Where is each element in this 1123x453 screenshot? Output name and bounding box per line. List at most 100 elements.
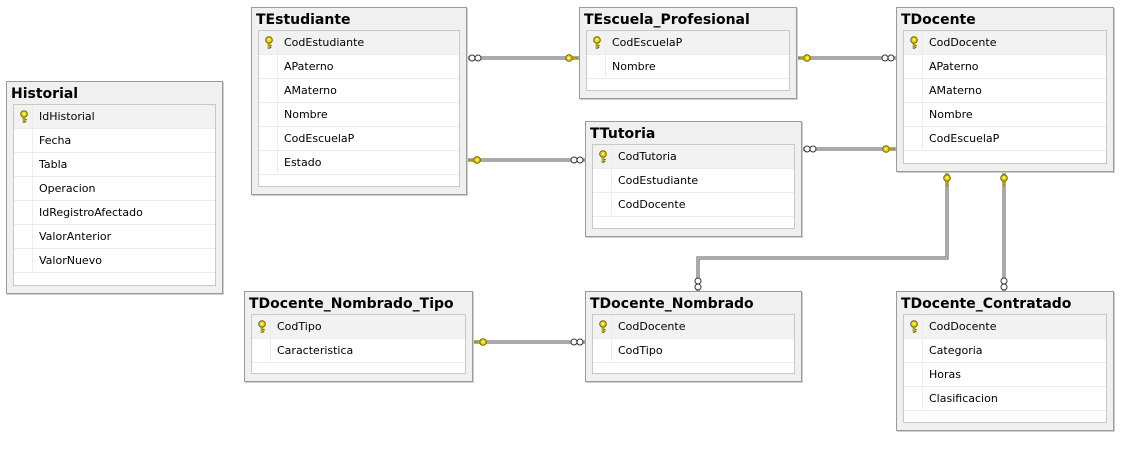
column-row[interactable]: CodTipo: [593, 339, 794, 363]
column-row[interactable]: CodDocente: [593, 315, 794, 339]
row-selector[interactable]: [252, 315, 271, 337]
row-selector[interactable]: [14, 129, 33, 151]
column-row[interactable]: APaterno: [904, 55, 1106, 79]
column-row[interactable]: IdRegistroAfectado: [14, 201, 215, 225]
column-name: Clasificacion: [929, 392, 998, 405]
column-name: CodDocente: [618, 320, 686, 333]
column-row[interactable]: CodTutoria: [593, 145, 794, 169]
one-end-key-icon: [565, 54, 578, 62]
column-row[interactable]: CodEscuelaP: [259, 127, 459, 151]
row-selector[interactable]: [593, 169, 612, 191]
row-selector[interactable]: [259, 127, 278, 149]
row-selector[interactable]: [904, 31, 923, 53]
row-selector[interactable]: [593, 339, 612, 361]
column-row[interactable]: ValorAnterior: [14, 225, 215, 249]
table-title[interactable]: Historial: [11, 86, 79, 102]
column-row[interactable]: Tabla: [14, 153, 215, 177]
relationship-2[interactable]: [467, 156, 585, 164]
row-selector[interactable]: [14, 201, 33, 223]
column-row[interactable]: Fecha: [14, 129, 215, 153]
row-selector[interactable]: [904, 387, 923, 409]
relationship-1[interactable]: [797, 54, 896, 62]
row-selector[interactable]: [14, 105, 33, 127]
one-end-key-icon: [798, 54, 811, 62]
column-row[interactable]: CodEstudiante: [593, 169, 794, 193]
one-end-key-icon: [943, 174, 951, 187]
column-row[interactable]: CodDocente: [593, 193, 794, 217]
table-title[interactable]: TDocente: [901, 12, 976, 28]
column-row[interactable]: APaterno: [259, 55, 459, 79]
row-selector[interactable]: [904, 363, 923, 385]
row-selector[interactable]: [252, 339, 271, 361]
table-title[interactable]: TTutoria: [590, 126, 656, 142]
one-end-key-icon: [468, 156, 481, 164]
column-row[interactable]: AMaterno: [259, 79, 459, 103]
column-row[interactable]: Nombre: [259, 103, 459, 127]
table-title[interactable]: TEscuela_Profesional: [584, 12, 750, 28]
row-selector[interactable]: [259, 103, 278, 125]
relationship-3[interactable]: [802, 145, 896, 153]
column-row[interactable]: AMaterno: [904, 79, 1106, 103]
row-selector[interactable]: [259, 151, 278, 173]
row-selector[interactable]: [904, 79, 923, 101]
column-row[interactable]: Operacion: [14, 177, 215, 201]
table-title[interactable]: TDocente_Nombrado_Tipo: [249, 296, 454, 312]
row-selector[interactable]: [259, 55, 278, 77]
relationship-4[interactable]: [473, 338, 585, 346]
row-selector[interactable]: [904, 315, 923, 337]
row-selector[interactable]: [593, 315, 612, 337]
row-selector[interactable]: [14, 177, 33, 199]
many-end-icon: [881, 54, 895, 62]
row-selector[interactable]: [587, 31, 606, 53]
row-selector[interactable]: [593, 193, 612, 215]
row-selector[interactable]: [904, 55, 923, 77]
row-selector[interactable]: [259, 79, 278, 101]
column-name: IdHistorial: [39, 110, 95, 123]
relationship-5[interactable]: [694, 172, 951, 291]
column-row[interactable]: ValorNuevo: [14, 249, 215, 273]
column-name: IdRegistroAfectado: [39, 206, 143, 219]
row-selector[interactable]: [904, 339, 923, 361]
relationship-0[interactable]: [467, 54, 579, 62]
column-row[interactable]: Nombre: [587, 55, 789, 79]
column-name: Nombre: [929, 108, 973, 121]
column-row[interactable]: CodEscuelaP: [904, 127, 1106, 151]
column-row[interactable]: CodEscuelaP: [587, 31, 789, 55]
many-end-icon: [803, 145, 817, 153]
table-title[interactable]: TDocente_Nombrado: [590, 296, 754, 312]
relationship-6[interactable]: [1000, 172, 1008, 291]
row-selector[interactable]: [14, 153, 33, 175]
row-selector[interactable]: [14, 249, 33, 271]
column-row[interactable]: IdHistorial: [14, 105, 215, 129]
row-selector[interactable]: [259, 31, 278, 53]
column-row[interactable]: Estado: [259, 151, 459, 175]
column-row[interactable]: Categoria: [904, 339, 1106, 363]
column-name: CodTipo: [618, 344, 663, 357]
row-selector[interactable]: [587, 55, 606, 77]
column-row[interactable]: CodEstudiante: [259, 31, 459, 55]
column-row[interactable]: Caracteristica: [252, 339, 465, 363]
column-row[interactable]: CodTipo: [252, 315, 465, 339]
row-selector[interactable]: [904, 127, 923, 149]
column-row[interactable]: Clasificacion: [904, 387, 1106, 411]
column-row[interactable]: Horas: [904, 363, 1106, 387]
table-title[interactable]: TDocente_Contratado: [901, 296, 1072, 312]
column-row[interactable]: Nombre: [904, 103, 1106, 127]
row-selector[interactable]: [593, 145, 612, 167]
many-end-icon: [468, 54, 482, 62]
row-selector[interactable]: [14, 225, 33, 247]
column-row[interactable]: CodDocente: [904, 31, 1106, 55]
row-selector[interactable]: [904, 103, 923, 125]
column-row[interactable]: CodDocente: [904, 315, 1106, 339]
table-title[interactable]: TEstudiante: [256, 12, 351, 28]
